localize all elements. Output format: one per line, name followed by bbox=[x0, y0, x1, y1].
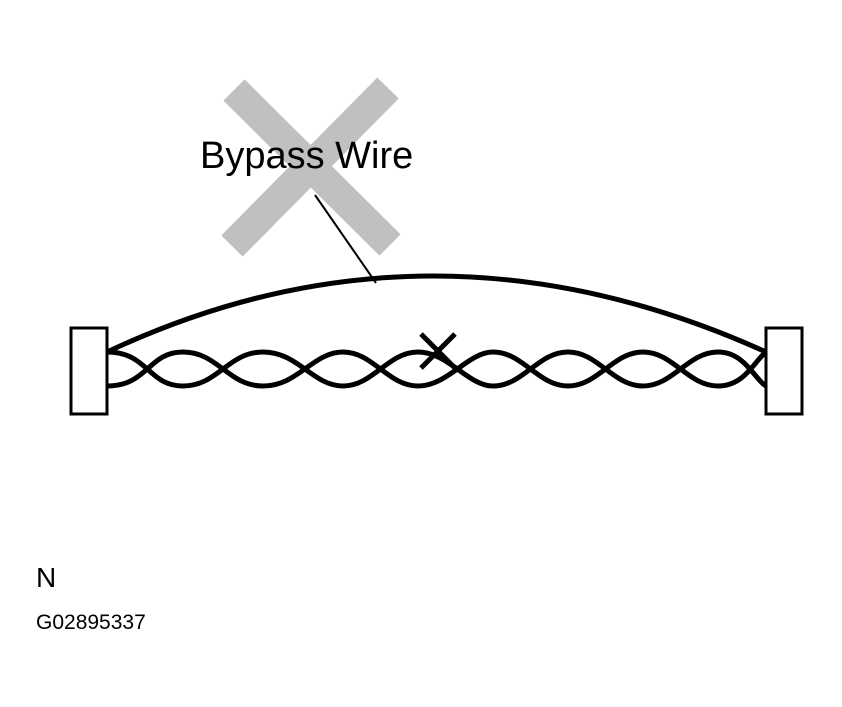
prohibited-x-icon bbox=[221, 77, 401, 257]
leader-line bbox=[314, 194, 377, 284]
caption-mark: N bbox=[36, 562, 57, 593]
bypass-wire-label: Bypass Wire bbox=[200, 135, 414, 177]
figure-id: G02895337 bbox=[36, 611, 146, 634]
twisted-pair-strand-b bbox=[106, 349, 768, 389]
left-connector bbox=[69, 326, 109, 416]
bypass-wire bbox=[105, 273, 768, 355]
cut-point-x-icon bbox=[419, 332, 457, 370]
right-connector bbox=[764, 326, 804, 416]
twisted-pair-strand-a bbox=[106, 349, 768, 389]
